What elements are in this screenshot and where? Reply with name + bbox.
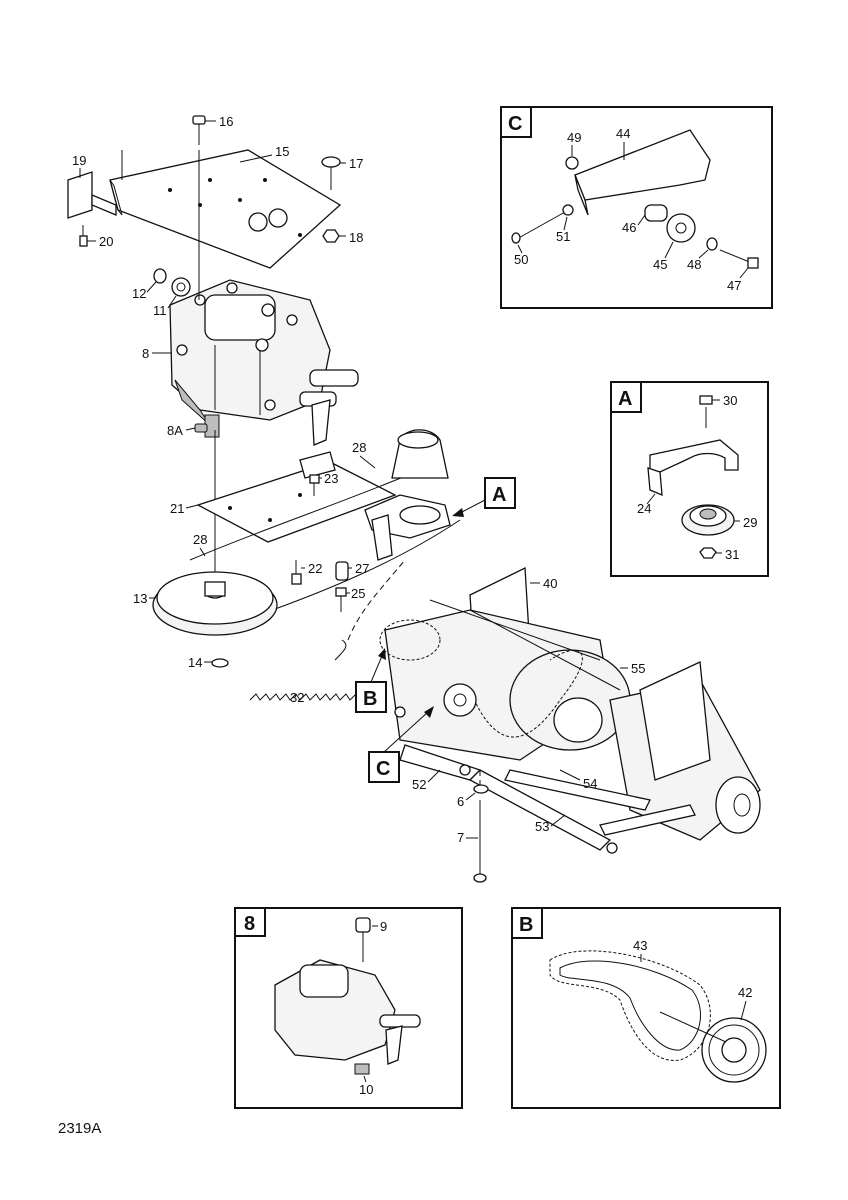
- svg-text:46: 46: [622, 220, 636, 235]
- svg-text:53: 53: [535, 819, 549, 834]
- svg-text:24: 24: [637, 501, 651, 516]
- bolt-25: [335, 587, 347, 612]
- svg-text:28: 28: [352, 440, 366, 455]
- mounting-plate: [109, 149, 342, 269]
- cone-cover: [391, 429, 449, 479]
- sprocket-11: [171, 277, 191, 297]
- svg-text:7: 7: [457, 830, 464, 845]
- svg-text:48: 48: [687, 257, 701, 272]
- sprocket-45-main: [443, 683, 477, 717]
- svg-text:23: 23: [324, 471, 338, 486]
- svg-text:44: 44: [616, 126, 630, 141]
- bracket-plate-21: [196, 451, 397, 543]
- svg-text:29: 29: [743, 515, 757, 530]
- tag-A-main: A: [452, 477, 516, 517]
- svg-text:47: 47: [727, 278, 741, 293]
- svg-text:8: 8: [244, 913, 255, 935]
- washer-12: [153, 268, 167, 284]
- svg-text:15: 15: [275, 144, 289, 159]
- svg-text:B: B: [363, 688, 377, 710]
- svg-text:55: 55: [631, 661, 645, 676]
- svg-text:8: 8: [142, 346, 149, 361]
- svg-text:51: 51: [556, 229, 570, 244]
- drive-chain: [379, 619, 583, 738]
- svg-text:9: 9: [380, 919, 387, 934]
- svg-text:A: A: [492, 484, 506, 506]
- svg-text:43: 43: [633, 938, 647, 953]
- svg-text:31: 31: [725, 547, 739, 562]
- svg-text:18: 18: [349, 230, 363, 245]
- svg-text:8A: 8A: [167, 423, 183, 438]
- svg-text:C: C: [376, 758, 390, 780]
- spring-32: [249, 639, 357, 701]
- svg-text:45: 45: [653, 257, 667, 272]
- callouts-main: 16 15 17 19 18 20 12 11 8 8A 28 23 21 28…: [72, 114, 645, 845]
- svg-text:40: 40: [543, 576, 557, 591]
- pulley-13: [152, 571, 278, 636]
- svg-text:52: 52: [412, 777, 426, 792]
- svg-text:28: 28: [193, 532, 207, 547]
- svg-text:A: A: [618, 388, 632, 410]
- transaxle: [384, 566, 761, 841]
- svg-text:21: 21: [170, 501, 184, 516]
- svg-text:11: 11: [153, 303, 167, 318]
- bolt-7: [473, 800, 487, 883]
- svg-text:14: 14: [188, 655, 202, 670]
- svg-text:42: 42: [738, 985, 752, 1000]
- inset-8: 8 9 10: [234, 907, 463, 1109]
- figure-code: 2319A: [58, 1120, 102, 1137]
- washer-14: [211, 658, 229, 668]
- svg-text:17: 17: [349, 156, 363, 171]
- bolt-16: [192, 115, 206, 145]
- inset-C: C 49 44 51 46 50 45 48 47: [500, 106, 773, 309]
- svg-text:B: B: [519, 914, 533, 936]
- idler-bracket: [364, 494, 451, 561]
- key-8A: [194, 423, 208, 433]
- svg-text:49: 49: [567, 130, 581, 145]
- svg-text:20: 20: [99, 234, 113, 249]
- bolt-22: [291, 560, 302, 585]
- spacer-27: [335, 561, 349, 581]
- svg-text:27: 27: [355, 561, 369, 576]
- inset-B: B 43 42: [511, 907, 781, 1109]
- gearbox-8: [169, 279, 359, 446]
- svg-text:30: 30: [723, 393, 737, 408]
- svg-text:25: 25: [351, 586, 365, 601]
- tag-C-main: C: [368, 706, 434, 783]
- carriage-bolt-17: [321, 156, 341, 190]
- nut-18: [322, 229, 340, 243]
- frame-rails: [394, 706, 696, 854]
- svg-text:16: 16: [219, 114, 233, 129]
- bolt-23: [309, 474, 320, 496]
- belt-28: [189, 469, 461, 619]
- svg-text:10: 10: [359, 1082, 373, 1097]
- svg-text:32: 32: [290, 690, 304, 705]
- svg-text:22: 22: [308, 561, 322, 576]
- bolt-20: [79, 225, 88, 247]
- svg-text:C: C: [508, 113, 522, 135]
- svg-text:12: 12: [132, 286, 146, 301]
- inset-A: A 30 24 29 31: [610, 381, 769, 577]
- bracket-19: [67, 171, 117, 219]
- svg-text:6: 6: [457, 794, 464, 809]
- svg-text:19: 19: [72, 153, 86, 168]
- washer-6: [473, 784, 489, 794]
- svg-text:50: 50: [514, 252, 528, 267]
- svg-text:13: 13: [133, 591, 147, 606]
- tag-B-main: B: [355, 648, 387, 713]
- svg-text:54: 54: [583, 776, 597, 791]
